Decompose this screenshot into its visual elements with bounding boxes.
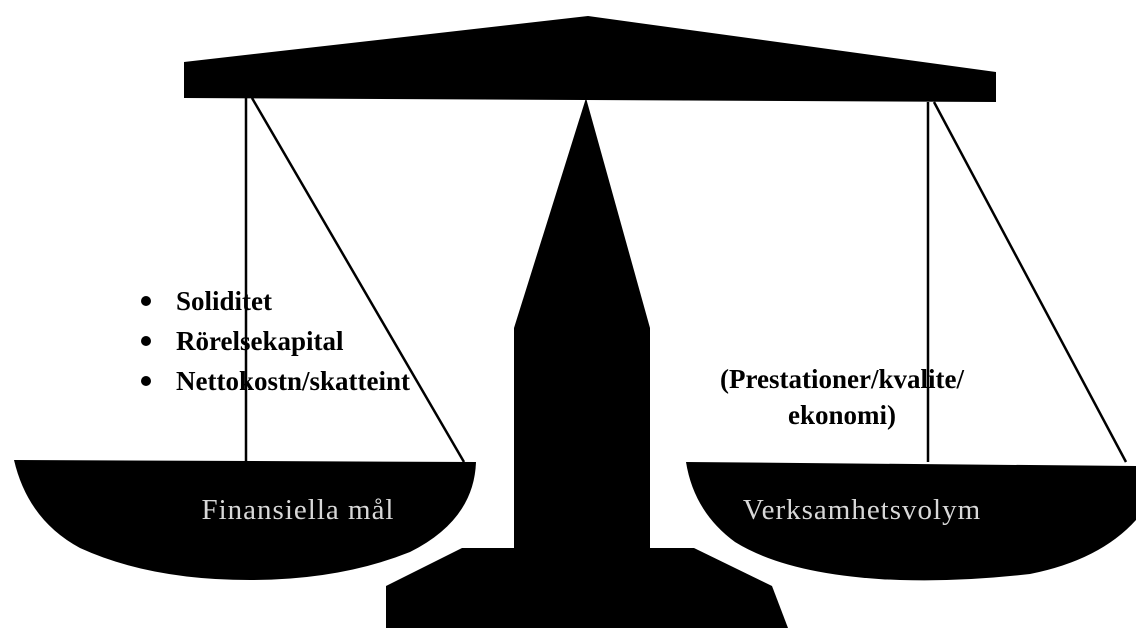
- bullet-item-soliditet: Soliditet: [176, 286, 272, 316]
- scale-beam: [184, 16, 996, 102]
- right-pan-string-diagonal: [934, 102, 1126, 462]
- right-pan-label: Verksamhetsvolym: [743, 494, 981, 526]
- bullet-dot: [141, 296, 151, 306]
- bullet-dot: [141, 376, 151, 386]
- bullet-item-rorelsekapital: Rörelsekapital: [176, 326, 344, 356]
- left-pan-label: Finansiella mål: [202, 494, 395, 526]
- bullet-dot: [141, 336, 151, 346]
- right-note-line-2: ekonomi): [788, 400, 896, 430]
- left-bullet-list: Soliditet Rörelsekapital Nettokostn/skat…: [141, 286, 410, 396]
- left-pan-string-diagonal: [252, 98, 464, 462]
- scale-base: [386, 548, 788, 628]
- scale-pillar: [514, 98, 650, 550]
- right-note-line-1: (Prestationer/kvalite/: [720, 364, 964, 394]
- bullet-item-nettokostn: Nettokostn/skatteint: [176, 366, 410, 396]
